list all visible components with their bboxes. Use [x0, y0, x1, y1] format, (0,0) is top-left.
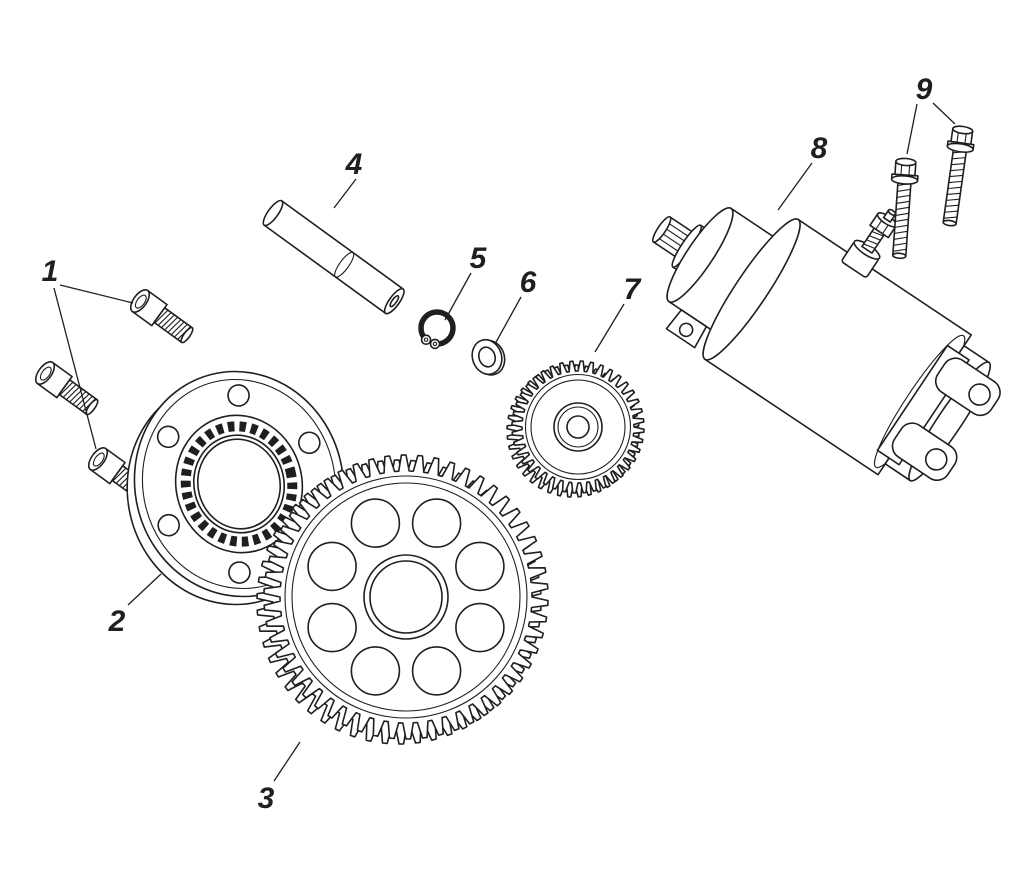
- leader-line-8: [777, 162, 813, 211]
- callout-9: 9: [906, 73, 956, 155]
- callout-5: 5: [444, 242, 488, 321]
- leader-line-6: [494, 296, 522, 345]
- clutch-spline-teeth: [180, 421, 298, 547]
- part-number-8: 8: [811, 132, 828, 165]
- flange-bolt-1: [885, 156, 920, 260]
- callout-2: 2: [108, 573, 162, 638]
- leader-line-1b: [53, 287, 97, 450]
- starter-motor: [651, 207, 1001, 482]
- leader-line-9a: [906, 103, 918, 155]
- callout-7: 7: [594, 273, 642, 353]
- thrust-washer: [471, 338, 506, 376]
- callout-4: 4: [333, 148, 363, 209]
- socket-bolt-1: [126, 285, 198, 349]
- callout-1: 1: [42, 255, 134, 450]
- snap-ring: [418, 309, 456, 350]
- leader-line-3: [273, 741, 301, 782]
- starter-idler-gear: [506, 360, 645, 498]
- callout-3: 3: [258, 741, 301, 815]
- starter-driven-gear: [256, 454, 549, 745]
- part-number-9: 9: [916, 73, 933, 106]
- part-number-7: 7: [624, 273, 642, 306]
- part-number-5: 5: [470, 242, 488, 275]
- idler-gear-shaft-pin: [262, 199, 405, 315]
- callout-6: 6: [494, 266, 537, 345]
- part-number-1: 1: [42, 255, 59, 288]
- callout-8: 8: [777, 132, 828, 211]
- terminal-thread-lines: [863, 230, 884, 250]
- part-number-2: 2: [108, 605, 126, 638]
- pin-end-hole: [389, 294, 400, 308]
- leader-line-9b: [932, 102, 956, 125]
- flange-bolt-2: [935, 123, 977, 229]
- part-number-6: 6: [520, 266, 537, 299]
- motor-terminal: [841, 208, 898, 278]
- driven-gear-lightening-holes: [307, 498, 505, 696]
- part-number-4: 4: [345, 148, 363, 181]
- motor-mounting-bolts: [885, 123, 977, 260]
- leader-line-2: [127, 573, 162, 606]
- leader-line-7: [594, 303, 625, 353]
- motor-mount-bracket: [876, 344, 1001, 482]
- leader-line-1a: [59, 284, 134, 304]
- leader-line-4: [333, 178, 357, 209]
- socket-bolt-2: [31, 357, 103, 421]
- leader-line-5: [444, 272, 472, 321]
- callouts: 1 2 3 4 5 6 7 8: [42, 73, 956, 815]
- part-number-3: 3: [258, 782, 275, 815]
